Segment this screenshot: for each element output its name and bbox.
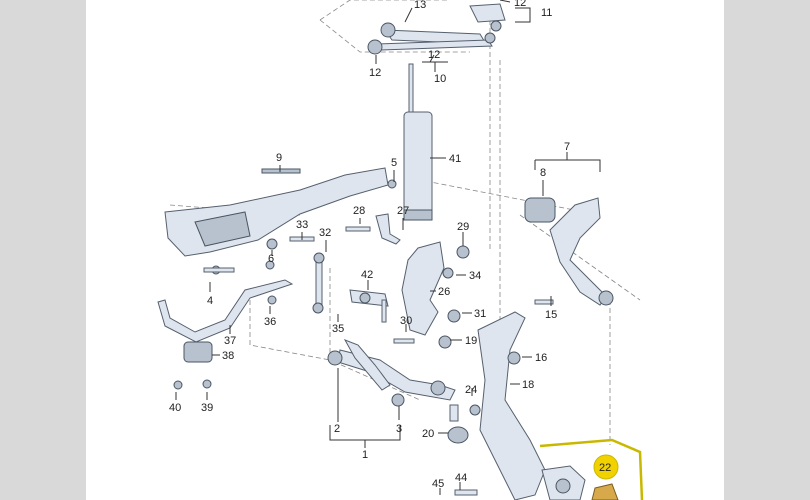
callout-37: 37 — [224, 335, 236, 347]
grouping-brackets — [329, 7, 601, 448]
callout-11: 11 — [541, 7, 552, 19]
callout-38: 38 — [222, 350, 234, 362]
callout-12: 12 — [428, 49, 440, 61]
callout-9: 9 — [276, 152, 282, 164]
callout-5: 5 — [391, 157, 397, 169]
callout-4: 4 — [207, 295, 213, 307]
callout-19: 19 — [465, 335, 477, 347]
callout-2: 2 — [334, 423, 340, 435]
callout-45: 45 — [432, 478, 444, 490]
callout-26: 26 — [438, 286, 450, 298]
callout-1: 1 — [362, 449, 368, 461]
callout-30: 30 — [400, 315, 412, 327]
callout-6: 6 — [268, 253, 274, 265]
leader-lines — [175, 0, 552, 495]
upper-knuckle — [393, 241, 470, 349]
callout-44: 44 — [455, 472, 467, 484]
callout-10: 10 — [434, 73, 446, 85]
lower-wishbone — [327, 339, 456, 407]
callout-labels: 13 12 11 12 12 10 41 9 5 7 8 33 28 27 29… — [169, 0, 611, 490]
callout-29: 29 — [457, 221, 469, 233]
callout-33: 33 — [296, 219, 308, 231]
callout-22-badge — [593, 454, 619, 480]
callout-27: 27 — [397, 205, 409, 217]
subframe — [164, 167, 389, 275]
highlighted-hub — [539, 438, 644, 500]
callout-12: 12 — [514, 0, 526, 9]
callout-22: 22 — [599, 462, 611, 474]
callout-34: 34 — [469, 270, 481, 282]
shock-absorber — [387, 63, 433, 221]
callout-31: 31 — [474, 308, 486, 320]
wheel-bearing-housing — [447, 311, 546, 500]
callout-32: 32 — [319, 227, 331, 239]
callout-12: 12 — [369, 67, 381, 79]
callout-39: 39 — [201, 402, 213, 414]
callout-16: 16 — [535, 352, 547, 364]
callout-24: 24 — [465, 384, 477, 396]
callout-7: 7 — [564, 141, 570, 153]
callout-35: 35 — [332, 323, 344, 335]
callout-3: 3 — [396, 423, 402, 435]
coupling-rods — [265, 236, 325, 314]
callout-8: 8 — [540, 167, 546, 179]
callout-13: 13 — [414, 0, 426, 11]
right-wishbone — [524, 197, 614, 306]
callout-28: 28 — [353, 205, 365, 217]
callout-40: 40 — [169, 402, 181, 414]
upper-control-arms — [367, 3, 506, 55]
callout-15: 15 — [545, 309, 557, 321]
callout-36: 36 — [264, 316, 276, 328]
sensor-bracket — [345, 213, 401, 323]
stabilizer-bar — [157, 279, 294, 390]
callout-41: 41 — [449, 153, 461, 165]
callout-20: 20 — [422, 428, 434, 440]
callout-18: 18 — [522, 379, 534, 391]
callout-42: 42 — [361, 269, 373, 281]
